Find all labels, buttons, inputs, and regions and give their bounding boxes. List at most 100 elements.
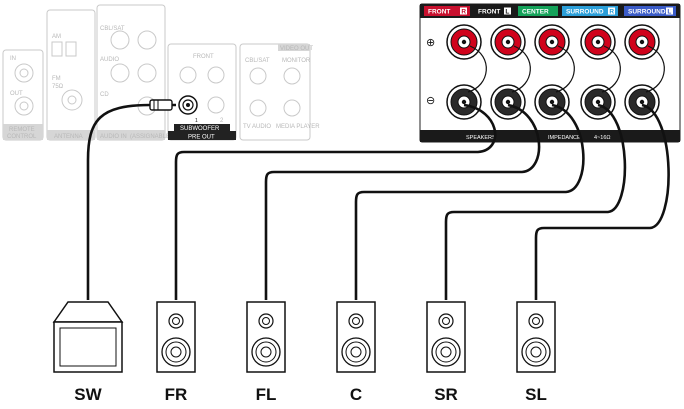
speaker-c: C: [336, 301, 376, 404]
woofer-dust-cap-sl: [530, 346, 542, 358]
am-terminal-2: [65, 41, 77, 57]
speaker-header-badge-1: [504, 7, 511, 15]
speaker-label-sw: SW: [74, 385, 102, 404]
fm-label: FM: [52, 76, 61, 82]
plus-terminal-core-4: [639, 39, 645, 45]
sub-num-2: 2: [220, 118, 224, 124]
audio-label: AUDIO: [100, 57, 119, 63]
speaker-header-1: FRONT: [478, 9, 500, 16]
out-label: OUT: [10, 91, 23, 97]
speaker-header-badge-3: [608, 7, 615, 15]
fm-antenna-jack-core: [67, 95, 77, 105]
speaker-header-badge-4: [666, 7, 673, 15]
impedance-label: IMPEDANCE: [548, 135, 581, 141]
speaker-header-4: SURROUND: [628, 9, 666, 16]
cd-label: CD: [100, 92, 109, 98]
front-pre-jack-l: [207, 66, 225, 84]
minus-terminal-core-2: [549, 99, 555, 105]
speaker-header-bg-4: [624, 6, 676, 16]
tv-audio-jack: [249, 99, 267, 117]
tweeter-dome-fr: [172, 317, 180, 325]
speaker-header-bg-0: [424, 6, 470, 16]
terminal-wire-0: [467, 45, 487, 93]
minus-terminal-core-3: [595, 99, 601, 105]
fl-cable: [264, 103, 541, 300]
speaker-header-bg-2: [518, 6, 558, 16]
woofer-dust-cap-fl: [260, 346, 272, 358]
audio-in-sub: (ASSIGNABLE): [130, 134, 172, 140]
speaker-header-suffix-3: R: [609, 9, 614, 16]
antenna-label: ANTENNA: [54, 134, 83, 140]
terminal-wire-3: [601, 45, 621, 93]
cbl-sat-2-label: CBL/SAT: [245, 58, 270, 64]
plus-terminal-core-3: [595, 39, 601, 45]
fm-impedance: 75Ω: [52, 84, 64, 90]
woofer-dust-cap-c: [350, 346, 362, 358]
audio-in-label: AUDIO IN: [100, 134, 127, 140]
monitor-jack: [283, 67, 301, 85]
speaker-fr: FR: [156, 301, 196, 404]
sr-cable: [444, 103, 627, 300]
am-terminal-1: [51, 41, 63, 57]
remote-label-bar: [3, 124, 43, 140]
speaker-header-3: SURROUND: [566, 9, 604, 16]
minus-terminal-core-4: [639, 99, 645, 105]
speaker-header-suffix-1: L: [505, 9, 509, 16]
speaker-fl: FL: [246, 301, 286, 404]
speaker-header-2: CENTER: [522, 9, 549, 16]
speaker-label-fr: FR: [165, 385, 188, 404]
cbl-sat-video-jack: [249, 67, 267, 85]
speaker-sw: SW: [52, 301, 124, 404]
remote-label-2: CONTROL: [7, 134, 37, 140]
subwoofer-cable: [86, 103, 176, 300]
subwoofer-top: [52, 301, 124, 323]
plus-symbol: ⊕: [426, 37, 435, 49]
in-label: IN: [10, 56, 16, 62]
minus-terminal-core-1: [505, 99, 511, 105]
front-pre-jack-r: [179, 66, 197, 84]
audio-in-label-bar: [97, 130, 165, 140]
media-player-jack: [283, 99, 301, 117]
speaker-header-0: FRONT: [428, 9, 450, 16]
tweeter-dome-fl: [262, 317, 270, 325]
antenna-label-bar: [47, 130, 95, 140]
remote-out-jack-core: [19, 101, 29, 111]
tweeter-dome-c: [352, 317, 360, 325]
woofer-dust-cap-fr: [170, 346, 182, 358]
cbl-sat-jack-l: [137, 30, 157, 50]
sub-num-1: 1: [195, 118, 198, 124]
speaker-panel-footer-bar: [420, 130, 680, 142]
am-label: AM: [52, 34, 61, 40]
speaker-header-suffix-0: R: [461, 9, 466, 16]
tweeter-dome-sr: [442, 317, 450, 325]
pre-out-label: PRE OUT: [188, 135, 215, 141]
tweeter-dome-sl: [532, 317, 540, 325]
sl-cable: [534, 103, 670, 300]
speaker-header-bg-3: [562, 6, 618, 16]
impedance-value: 4~16Ω: [594, 135, 611, 141]
speaker-label-c: C: [350, 385, 362, 404]
pre-out-label-bar: [168, 131, 236, 140]
video-out-label: VIDEO OUT: [280, 46, 313, 52]
speaker-label-sr: SR: [434, 385, 458, 404]
speaker-header-suffix-4: L: [667, 9, 671, 16]
audio-jack-r: [110, 63, 130, 83]
speakers-label: SPEAKERS: [466, 135, 496, 141]
audio-jack-l: [137, 63, 157, 83]
speaker-label-fl: FL: [256, 385, 277, 404]
cables: [86, 99, 670, 300]
antenna-block: [46, 9, 96, 141]
terminal-wire-4: [645, 45, 665, 93]
speaker-header-bg-1: [474, 6, 514, 16]
cbl-sat-label: CBL/SAT: [100, 26, 125, 32]
video-out-label-bar: [278, 44, 310, 51]
plus-terminal-core-1: [505, 39, 511, 45]
plus-terminal-core-0: [461, 39, 467, 45]
monitor-label: MONITOR: [282, 58, 311, 64]
subwoofer-label-bar: [174, 124, 230, 131]
front-pre-label: FRONT: [193, 54, 214, 60]
